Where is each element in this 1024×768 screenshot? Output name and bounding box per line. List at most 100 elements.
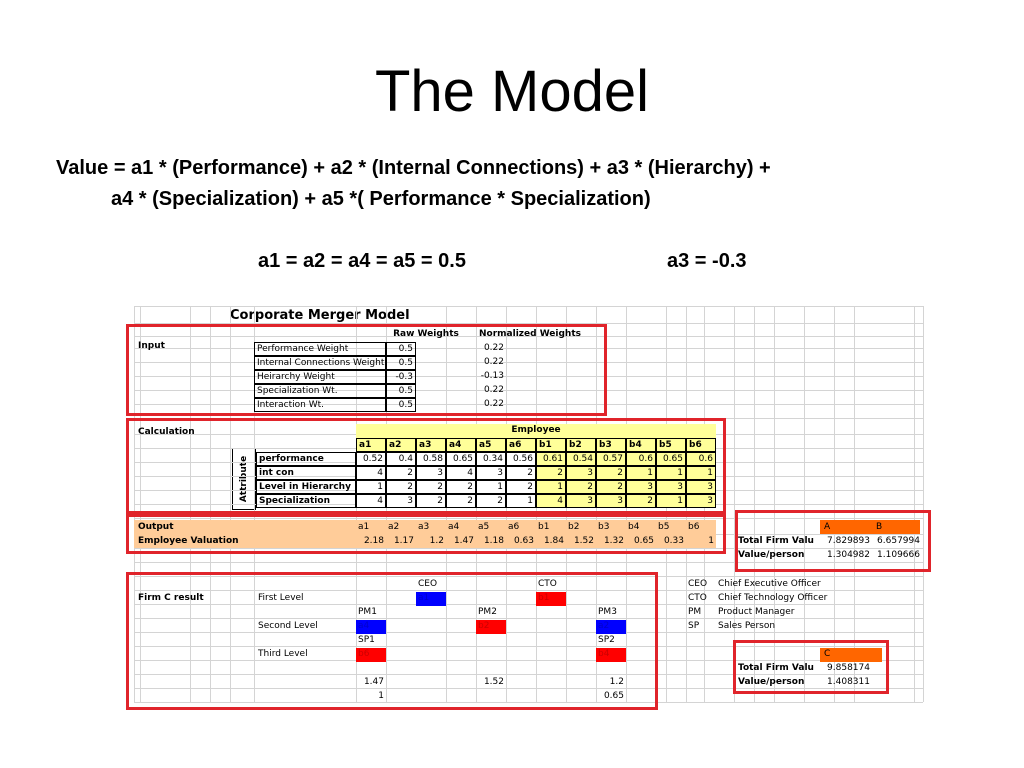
grid-line — [134, 362, 923, 363]
grid-line — [134, 376, 923, 377]
legend-abbr: SP — [688, 621, 700, 631]
attribute-value: 2 — [506, 466, 536, 480]
attribute-value: 2 — [446, 480, 476, 494]
firm-c-header: C — [824, 649, 831, 659]
attribute-value: 2 — [446, 494, 476, 508]
cto-cell: b1 — [536, 592, 566, 606]
employee-column-header: a2 — [386, 438, 416, 452]
output-column-header: a1 — [358, 522, 370, 532]
attribute-name: Specialization — [256, 494, 356, 508]
firm-c-header-fill — [820, 648, 882, 662]
legend-full: Product Manager — [718, 607, 795, 617]
attribute-value: 0.58 — [416, 452, 446, 466]
employee-valuation-value: 1.32 — [603, 536, 624, 546]
grid-line — [134, 702, 923, 703]
grid-line — [134, 576, 923, 577]
coefficients-equal: a1 = a2 = a4 = a5 = 0.5 — [258, 250, 466, 272]
firm-c-per-person: 1.408311 — [827, 677, 870, 687]
employee-column-header: b3 — [596, 438, 626, 452]
input-row-raw: -0.3 — [386, 370, 416, 384]
employee-valuation-value: 1.52 — [573, 536, 594, 546]
normalized-weights-header: Normalized Weights — [479, 329, 581, 339]
first-level-label: First Level — [258, 593, 304, 603]
grid-line — [134, 646, 923, 647]
attribute-value: 3 — [386, 494, 416, 508]
attribute-value: 2 — [476, 494, 506, 508]
sp2-value: 0.65 — [603, 691, 624, 701]
ceo-label: CEO — [418, 579, 438, 589]
value-per-person-label: Value/person — [738, 550, 805, 560]
attribute-value: 0.56 — [506, 452, 536, 466]
input-row-raw: 0.5 — [386, 342, 416, 356]
raw-weights-header: Raw Weights — [393, 329, 459, 339]
value-formula: Value = a1 * (Performance) + a2 * (Inter… — [56, 153, 771, 215]
employee-column-header: a1 — [356, 438, 386, 452]
grid-line — [134, 518, 923, 519]
output-label: Output — [138, 522, 174, 532]
output-column-header: b6 — [688, 522, 700, 532]
grid-line — [134, 604, 923, 605]
sp1-label: SP1 — [358, 635, 375, 645]
grid-line — [134, 548, 923, 549]
attribute-value: 0.65 — [656, 452, 686, 466]
attribute-value: 0.6 — [686, 452, 716, 466]
second-level-label: Second Level — [258, 621, 318, 631]
attribute-value: 2 — [626, 494, 656, 508]
employee-column-header: a3 — [416, 438, 446, 452]
input-highlight-box — [126, 324, 607, 416]
employee-valuation-value: 1.84 — [543, 536, 564, 546]
attribute-value: 1 — [506, 494, 536, 508]
attribute-value: 3 — [566, 466, 596, 480]
attribute-value: 2 — [506, 480, 536, 494]
output-column-header: a6 — [508, 522, 520, 532]
employee-column-header: b2 — [566, 438, 596, 452]
output-column-header: b3 — [598, 522, 610, 532]
attribute-value: 2 — [416, 494, 446, 508]
employee-valuation-value: 0.65 — [633, 536, 654, 546]
attribute-value: 2 — [596, 466, 626, 480]
attribute-value: 1 — [356, 480, 386, 494]
attribute-value: 0.57 — [596, 452, 626, 466]
grid-line — [923, 306, 924, 702]
calculation-label: Calculation — [138, 427, 195, 437]
input-row-norm: 0.22 — [483, 343, 504, 353]
firm-c-per-person-label: Value/person — [738, 677, 805, 687]
legend-abbr: PM — [688, 607, 702, 617]
employee-valuation-label: Employee Valuation — [138, 536, 239, 546]
input-row-name: Heirarchy Weight — [254, 370, 386, 384]
third-level-label: Third Level — [258, 649, 308, 659]
employee-header: Employee — [511, 425, 561, 435]
grid-line — [134, 348, 923, 349]
firm-a-header: A — [824, 522, 831, 532]
input-row-name: Internal Connections Weight — [254, 356, 386, 370]
input-row-norm: 0.22 — [483, 357, 504, 367]
output-highlight-box — [126, 514, 726, 554]
attribute-value: 3 — [656, 480, 686, 494]
employee-column-header: b4 — [626, 438, 656, 452]
attribute-value: 4 — [536, 494, 566, 508]
attribute-value: 2 — [386, 466, 416, 480]
employee-valuation-value: 2.18 — [363, 536, 384, 546]
attribute-value: 3 — [566, 494, 596, 508]
employee-valuation-value: 1 — [708, 536, 714, 546]
grid-line — [134, 590, 923, 591]
attribute-value: 1 — [686, 466, 716, 480]
input-row-name: Performance Weight — [254, 342, 386, 356]
calculation-highlight-box — [126, 418, 726, 514]
formula-line-2: a4 * (Specialization) + a5 *( Performanc… — [111, 188, 651, 210]
pm3-cell: a2 — [596, 620, 626, 634]
attribute-value: 3 — [626, 480, 656, 494]
grid-line — [134, 618, 923, 619]
attribute-value: 0.34 — [476, 452, 506, 466]
employee-valuation-value: 0.63 — [513, 536, 534, 546]
pm3-label: PM3 — [598, 607, 617, 617]
input-row-norm: 0.22 — [483, 385, 504, 395]
output-column-header: a3 — [418, 522, 430, 532]
legend-full: Chief Executive Officer — [718, 579, 821, 589]
employee-column-header: a5 — [476, 438, 506, 452]
firm-a-total: 7.829893 — [827, 536, 870, 546]
attribute-value: 1 — [656, 494, 686, 508]
attribute-value: 0.4 — [386, 452, 416, 466]
grid-line — [134, 336, 923, 337]
attribute-value: 0.52 — [356, 452, 386, 466]
